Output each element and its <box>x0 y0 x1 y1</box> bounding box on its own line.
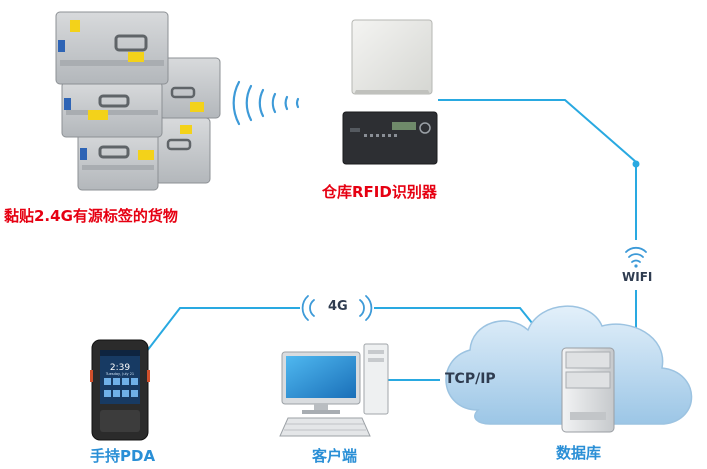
cargo-boxes <box>55 11 221 191</box>
handheld-pda: 2:39 Tuesday, July 21 <box>90 339 150 441</box>
tcpip-label: TCP/IP <box>445 371 496 387</box>
rfid-reader <box>342 19 438 165</box>
4g-label: 4G <box>328 299 348 314</box>
reader-wifi-link <box>438 99 637 163</box>
pda-screen-date: Tuesday, July 21 <box>105 372 134 376</box>
radio-wave-icon <box>232 80 300 126</box>
pda-screen-time: 2:39 <box>110 363 130 373</box>
client-label: 客户端 <box>312 447 358 465</box>
database-label: 数据库 <box>556 444 602 462</box>
pda-label: 手持PDA <box>90 447 156 465</box>
reader-label: 仓库RFID识别器 <box>322 183 437 201</box>
database-server <box>561 347 615 433</box>
4g-signal-icon <box>301 295 373 321</box>
wifi-icon <box>625 246 647 268</box>
client-pc <box>279 343 389 437</box>
wifi-label: WIFI <box>622 270 653 284</box>
cargo-label: 黏贴2.4G有源标签的货物 <box>4 207 178 225</box>
